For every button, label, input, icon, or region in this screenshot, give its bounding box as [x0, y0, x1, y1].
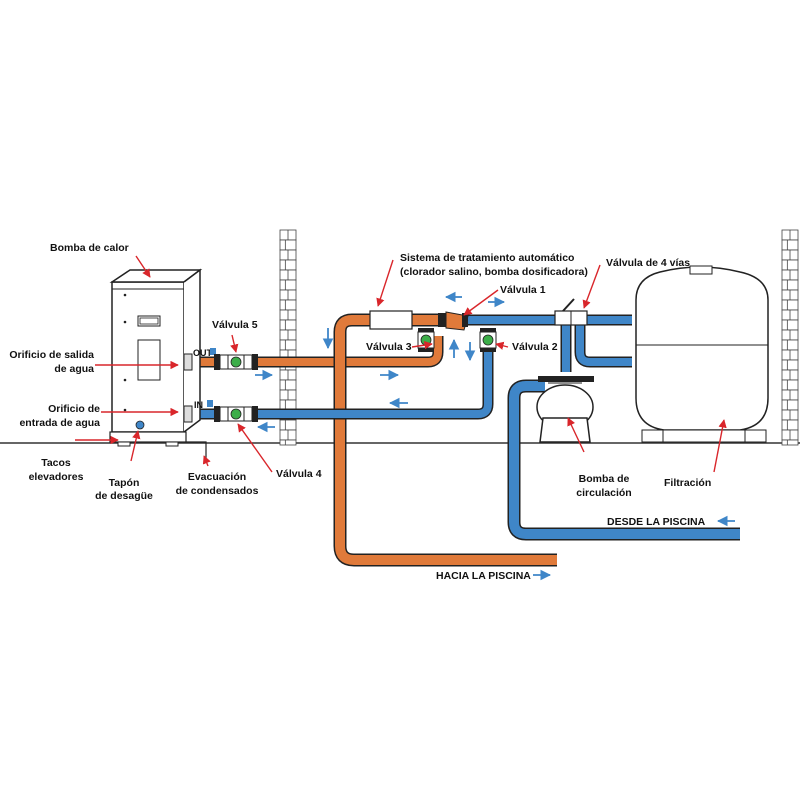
- label-to-pool: HACIA LA PISCINA: [436, 570, 531, 582]
- label-outlet-line1: Orificio de salida: [9, 349, 94, 361]
- valve-flange: [418, 348, 434, 352]
- brick: [781, 399, 799, 411]
- out-tag: OUT: [193, 348, 213, 358]
- in-water-icon: [207, 400, 213, 407]
- label-treatment-line1: Sistema de tratamiento automático: [400, 252, 574, 264]
- label-valve-5: Válvula 5: [212, 319, 258, 331]
- text-labels: Bomba de calor Orificio de salida de agu…: [9, 242, 711, 582]
- label-outlet-line2: de agua: [54, 363, 94, 375]
- label-circ-pump-line1: Bomba de: [579, 473, 630, 485]
- brick-wall-right: [781, 229, 799, 446]
- label-from-pool: DESDE LA PISCINA: [607, 516, 706, 528]
- label-circ-pump-line2: circulación: [576, 487, 631, 499]
- brick: [781, 339, 799, 351]
- label-treatment-line2: (clorador salino, bomba dosificadora): [400, 266, 588, 278]
- brick: [781, 299, 799, 311]
- brick: [279, 379, 297, 391]
- label-drain-plug-line2: de desagüe: [95, 490, 153, 502]
- cold-pipe-network: [190, 314, 740, 541]
- in-tag: IN: [194, 400, 203, 410]
- label-condensate-line2: de condensados: [176, 485, 259, 497]
- brick: [279, 319, 297, 331]
- brick: [279, 279, 297, 291]
- brick: [279, 259, 297, 271]
- valve-2: [479, 328, 497, 352]
- brick: [781, 259, 799, 271]
- circulation-pump: [536, 376, 594, 443]
- filter-tank: [635, 265, 769, 443]
- heat-pump-unit: [109, 268, 207, 458]
- brick: [781, 319, 799, 331]
- label-inlet-line1: Orificio de: [48, 403, 100, 415]
- label-valve-4: Válvula 4: [276, 468, 322, 480]
- valve-flange: [252, 354, 258, 370]
- valve-1-body: [438, 311, 469, 331]
- valve-flange: [480, 348, 496, 352]
- valve-handle: [482, 334, 494, 346]
- callout-arrows: [75, 255, 727, 473]
- valve-5: [214, 354, 258, 370]
- hot-pipe-network: [190, 313, 557, 567]
- brick: [279, 299, 297, 311]
- valve-flange: [480, 328, 496, 332]
- label-condensate-line1: Evacuación: [188, 471, 246, 483]
- brick: [781, 279, 799, 291]
- label-four-way-valve: Válvula de 4 vías: [606, 257, 690, 269]
- valve-4: [214, 406, 258, 422]
- valve-handle: [230, 356, 242, 368]
- brick: [781, 419, 799, 431]
- label-drain-plug-line1: Tapón: [109, 477, 140, 489]
- label-feet-line2: elevadores: [29, 471, 84, 483]
- label-valve-2: Válvula 2: [512, 341, 558, 353]
- brick: [279, 439, 297, 446]
- flow-arrows: [255, 291, 735, 581]
- label-heat-pump: Bomba de calor: [50, 242, 129, 254]
- label-filtration: Filtración: [664, 477, 711, 489]
- valve-group: [214, 328, 497, 422]
- brick: [279, 339, 297, 351]
- label-valve-3: Válvula 3: [366, 341, 412, 353]
- valve-flange: [214, 354, 220, 370]
- four-way-valve-body: [554, 298, 588, 326]
- brick: [279, 239, 297, 251]
- treatment-system-box: [369, 310, 413, 330]
- valve-handle: [420, 334, 432, 346]
- brick: [781, 439, 799, 446]
- out-water-icon: [210, 348, 216, 355]
- label-valve-1: Válvula 1: [500, 284, 546, 296]
- brick: [781, 359, 799, 371]
- valve-3: [417, 328, 435, 352]
- brick: [781, 239, 799, 251]
- brick: [279, 419, 297, 431]
- label-feet-line1: Tacos: [41, 457, 71, 469]
- label-inlet-line2: entrada de agua: [19, 417, 100, 429]
- valve-flange: [252, 406, 258, 422]
- valve-handle: [230, 408, 242, 420]
- brick: [781, 379, 799, 391]
- valve-flange: [418, 328, 434, 332]
- valve-flange: [214, 406, 220, 422]
